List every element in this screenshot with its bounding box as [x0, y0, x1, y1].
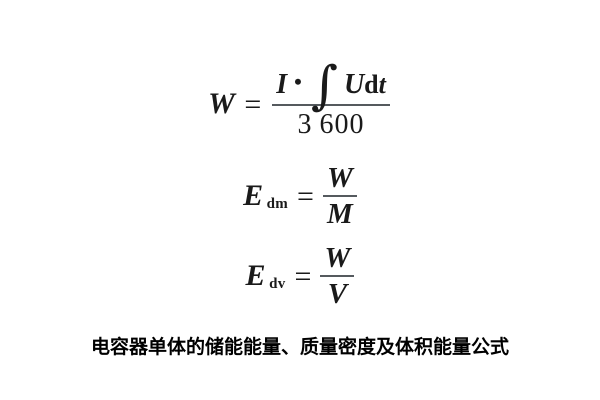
variable-w: W	[208, 87, 236, 120]
formula-stored-energy: W = I • ∫ U d t 3 600	[0, 52, 600, 156]
integral-icon: ∫	[310, 56, 338, 117]
fraction-bar	[322, 195, 357, 197]
variable-e: E	[243, 179, 264, 212]
stored-energy-lhs: W	[208, 87, 235, 121]
fraction-bar	[320, 275, 355, 277]
formula-list: W = I • ∫ U d t 3 600	[0, 52, 600, 316]
mass-density-fraction: W M	[322, 161, 357, 230]
denominator-remainder: 600	[319, 109, 365, 141]
variable-e: E	[245, 259, 267, 292]
numerator-w: W	[324, 241, 351, 274]
volume-density-fraction: W V	[320, 241, 355, 310]
stored-energy-fraction: I • ∫ U d t 3 600	[270, 56, 392, 141]
mass-density-lhs: E dm	[243, 179, 288, 213]
multiplication-dot-icon: •	[294, 68, 302, 94]
equals-sign: =	[297, 180, 314, 213]
time-symbol: t	[378, 69, 386, 99]
stored-energy-numerator: I • ∫ U d t	[270, 56, 392, 117]
current-symbol: I	[276, 68, 288, 100]
formula-mass-energy-density: E dm = W M	[0, 156, 600, 236]
denominator-thousands: 3	[297, 109, 313, 141]
subscript-dv: dv	[269, 276, 286, 292]
equals-sign: =	[294, 260, 312, 293]
voltage-symbol: U	[343, 68, 365, 100]
differential-d: d	[364, 69, 379, 99]
volume-density-lhs: E dv	[246, 259, 286, 293]
denominator-m: M	[327, 198, 353, 230]
numerator-w: W	[327, 161, 353, 194]
figure-caption: 电容器单体的储能能量、质量密度及体积能量公式	[90, 336, 509, 358]
stored-energy-denominator: 3 600	[292, 108, 371, 141]
subscript-dm: dm	[266, 196, 289, 212]
equals-sign: =	[244, 88, 262, 121]
formula-volume-energy-density: E dv = W V	[0, 236, 600, 316]
denominator-v: V	[327, 278, 348, 310]
fraction-bar	[272, 104, 391, 107]
